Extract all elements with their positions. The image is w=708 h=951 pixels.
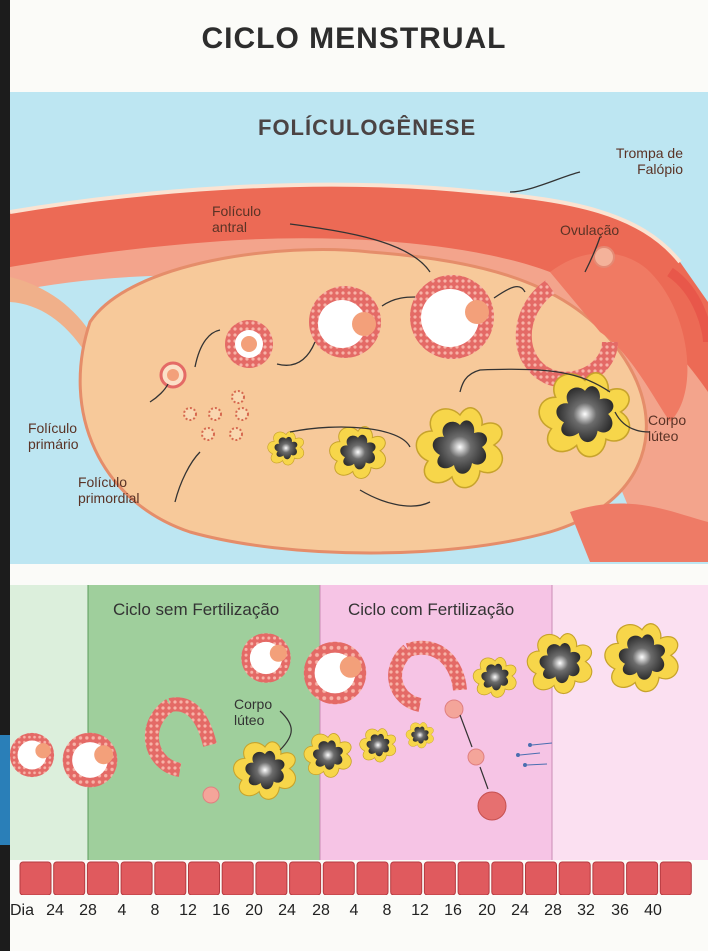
- endometrium-block: [660, 862, 691, 895]
- day-tick-label: 24: [46, 902, 64, 920]
- left-border-accent: [0, 735, 10, 845]
- follicle-day-28: [63, 733, 118, 788]
- endometrium-strip: [20, 862, 691, 895]
- label-corpus-luteum-top: Corpo lúteo: [648, 412, 698, 444]
- endometrium-block: [323, 862, 354, 895]
- endometrium-block: [155, 862, 186, 895]
- day-tick-label: 36: [611, 902, 629, 920]
- zygote: [468, 749, 484, 765]
- day-axis: Dia 24 28 4 8 12 16 20 24 28 4 8 12 16 20 24 28 32 36 40: [0, 902, 708, 928]
- endometrium-block: [526, 862, 557, 895]
- label-fallopian-tube: Trompa de Falópio: [583, 145, 683, 177]
- endometrium-block: [20, 862, 51, 895]
- endometrium-block: [357, 862, 388, 895]
- oocyte-1: [203, 787, 219, 803]
- day-tick-label: 4: [118, 902, 127, 920]
- section-title: FOLÍCULOGÊNESE: [258, 115, 476, 141]
- label-antral-follicle: Folículo antral: [212, 203, 282, 235]
- day-tick-label: 16: [444, 902, 462, 920]
- endometrium-block: [189, 862, 220, 895]
- endometrium-block: [290, 862, 321, 895]
- label-primordial-follicle: Folículo primordial: [78, 474, 158, 506]
- label-primary-follicle: Folículo primário: [28, 420, 108, 452]
- day-tick-label: 8: [383, 902, 392, 920]
- endometrium-block: [121, 862, 152, 895]
- day-tick-label: 24: [511, 902, 529, 920]
- day-tick-label: 20: [478, 902, 496, 920]
- label-corpus-luteum-bottom: Corpo lúteo: [234, 696, 294, 728]
- day-tick-label: 4: [350, 902, 359, 920]
- endometrium-block: [222, 862, 253, 895]
- endometrium-block: [492, 862, 523, 895]
- endometrium-block: [424, 862, 455, 895]
- cycle-timeline-illustration: [10, 585, 708, 895]
- page-title: CICLO MENSTRUAL: [0, 22, 708, 56]
- phase-with-fertilization: [320, 585, 552, 860]
- day-tick-label: 32: [577, 902, 595, 920]
- endometrium-block: [627, 862, 658, 895]
- day-tick-label: 40: [644, 902, 662, 920]
- label-ovulation: Ovulação: [560, 222, 619, 238]
- endometrium-block: [458, 862, 489, 895]
- endometrium-block: [256, 862, 287, 895]
- day-tick-label: 28: [79, 902, 97, 920]
- endometrium-block: [87, 862, 118, 895]
- endometrium-block: [593, 862, 624, 895]
- endometrium-block: [391, 862, 422, 895]
- follicle-cycle-2a: [241, 633, 290, 682]
- endometrium-block: [54, 862, 85, 895]
- label-cycle-with-fertilization: Ciclo com Fertilização: [348, 600, 514, 620]
- phase-pre: [10, 585, 88, 860]
- endometrium-block: [559, 862, 590, 895]
- day-tick-label: 24: [278, 902, 296, 920]
- day-tick-label: 16: [212, 902, 230, 920]
- day-tick-label: 8: [151, 902, 160, 920]
- day-axis-label: Dia: [10, 902, 34, 920]
- follicle-day-24: [10, 733, 54, 777]
- day-tick-label: 28: [312, 902, 330, 920]
- day-tick-label: 28: [544, 902, 562, 920]
- day-tick-label: 12: [411, 902, 429, 920]
- day-tick-label: 12: [179, 902, 197, 920]
- day-tick-label: 20: [245, 902, 263, 920]
- label-cycle-without-fertilization: Ciclo sem Fertilização: [113, 600, 279, 620]
- follicle-cycle-2b: [304, 642, 366, 704]
- ovulated-oocyte: [594, 247, 614, 267]
- morula: [478, 792, 506, 820]
